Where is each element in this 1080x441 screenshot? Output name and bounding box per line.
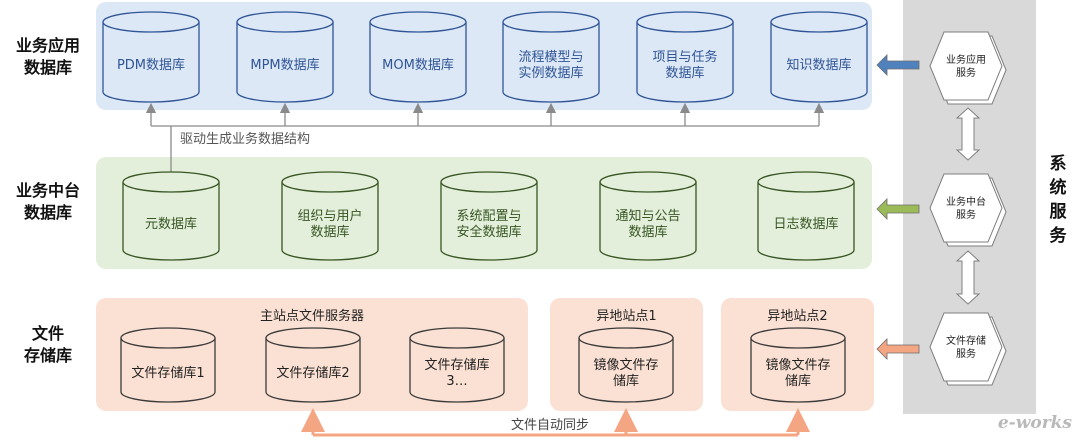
remote-site-1-title: 异地站点1 xyxy=(596,309,657,324)
business-db-1: PDM数据库 xyxy=(102,11,200,103)
file-db-1: 文件存储库1 xyxy=(120,327,216,403)
middle-db-1-label-line1: 元数据库 xyxy=(145,216,197,232)
row-label-middle: 业务中台 数据库 xyxy=(0,180,96,224)
row-label-middle-line2: 数据库 xyxy=(23,203,72,222)
file-db-4-label-line2: 储库 xyxy=(613,373,639,389)
middle-db-5: 日志数据库 xyxy=(757,171,855,261)
business-service-arrow xyxy=(876,54,920,76)
file-sync-connector: 文件自动同步 xyxy=(301,408,810,437)
business-db-6: 知识数据库 xyxy=(770,11,868,103)
row-label-business: 业务应用 数据库 xyxy=(0,35,96,79)
sync-label: 文件自动同步 xyxy=(511,418,589,433)
file-db-3-label-line1: 文件存储库 xyxy=(424,357,489,373)
row-label-file-line1: 文件 xyxy=(31,324,64,343)
service-link-arrow-2 xyxy=(955,250,981,305)
drive-label: 驱动生成业务数据结构 xyxy=(180,131,310,147)
file-db-5-label-line1: 镜像文件存 xyxy=(765,358,830,373)
middle-db-4-label-line1: 通知与公告 xyxy=(615,208,680,224)
business-db-1-label-line1: PDM数据库 xyxy=(117,57,185,73)
business-db-4-label-line1: 流程模型与 xyxy=(518,50,583,65)
business-db-2-label-line1: MPM数据库 xyxy=(250,57,319,73)
business-db-band xyxy=(96,2,872,110)
service-node-2-label-line2: 服务 xyxy=(956,208,976,221)
business-db-3-label-line1: MOM数据库 xyxy=(382,57,454,73)
middle-service-arrow xyxy=(876,198,920,220)
business-db-6-label-line1: 知识数据库 xyxy=(786,57,851,73)
middle-db-2-label-line2: 数据库 xyxy=(310,224,349,240)
row-label-business-line2: 数据库 xyxy=(23,58,72,77)
middle-db-1: 元数据库 xyxy=(122,171,220,261)
row-label-file-line2: 存储库 xyxy=(23,346,72,365)
file-db-2-label-line1: 文件存储库2 xyxy=(276,365,349,381)
file-db-5-label-line2: 储库 xyxy=(785,373,811,389)
service-link-arrow-1 xyxy=(955,107,981,161)
row-label-business-line1: 业务应用 xyxy=(15,36,80,55)
eworks-watermark: e-works xyxy=(997,413,1072,433)
file-db-4-label-line1: 镜像文件存 xyxy=(593,358,658,373)
drive-connectors: 驱动生成业务数据结构 xyxy=(151,125,819,175)
middle-db-3-label-line2: 安全数据库 xyxy=(456,224,521,240)
business-db-2: MPM数据库 xyxy=(236,11,334,103)
middle-db-4-label-line2: 数据库 xyxy=(628,224,667,240)
service-node-3-label-line1: 文件存储 xyxy=(946,334,986,347)
service-node-1-label-line2: 服务 xyxy=(956,66,976,79)
middle-db-3-label-line1: 系统配置与 xyxy=(456,209,521,224)
main-site-title: 主站点文件服务器 xyxy=(259,309,364,324)
business-db-5-label-line2: 数据库 xyxy=(665,65,704,81)
file-db-2: 文件存储库2 xyxy=(265,327,361,403)
system-services-label: 系统服务 xyxy=(1049,154,1067,246)
remote-site-2-title: 异地站点2 xyxy=(767,309,828,324)
file-service-arrow xyxy=(876,338,920,360)
service-node-2-label-line1: 业务中台 xyxy=(946,195,986,208)
middle-db-2-label-line1: 组织与用户 xyxy=(297,208,362,224)
row-label-middle-line1: 业务中台 xyxy=(15,181,80,200)
file-db-3: 文件存储库3… xyxy=(409,327,505,403)
file-db-1-label-line1: 文件存储库1 xyxy=(131,365,204,381)
business-db-3: MOM数据库 xyxy=(369,11,467,103)
business-db-4-label-line2: 实例数据库 xyxy=(518,65,583,81)
file-db-3-label-line2: 3… xyxy=(446,374,467,389)
business-db-5-label-line1: 项目与任务 xyxy=(652,49,717,65)
service-node-3-label-line2: 服务 xyxy=(956,347,976,360)
row-label-file: 文件 存储库 xyxy=(0,323,96,367)
service-node-1-label-line1: 业务应用 xyxy=(946,53,986,66)
middle-db-5-label-line1: 日志数据库 xyxy=(773,216,838,232)
